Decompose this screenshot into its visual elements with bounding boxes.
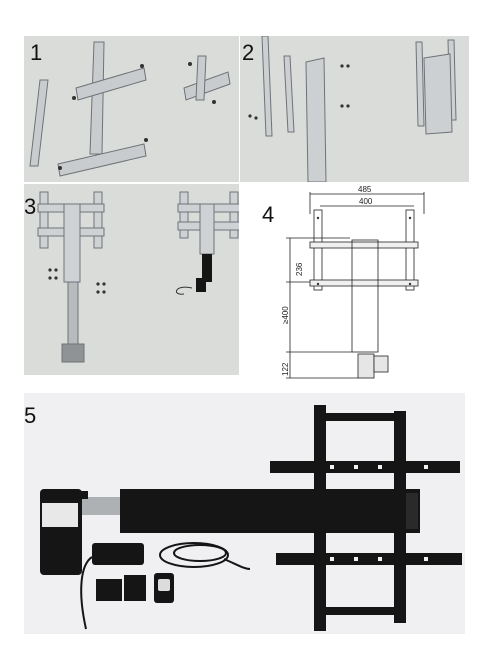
step-3-number: 3 [24,194,37,219]
step-4-number: 4 [262,202,275,227]
dimension-height-travel: ≥400 [281,306,290,324]
panel-step-4-dimension-drawing: 485 400 236 ≥400 122 4 [240,184,469,390]
dimension-width-outer: 485 [358,185,372,194]
step-2-number: 2 [242,40,255,65]
step-5-illustration [40,405,462,631]
step-2-illustration [248,36,457,182]
step-4-illustration: 485 400 236 ≥400 122 [281,185,425,379]
step-5-number: 5 [24,403,37,428]
panel-step-5-product-photo: 5 [24,393,465,634]
dimension-height-base: 122 [281,362,290,376]
panel-step-2: 2 [240,36,469,182]
panel-step-3: 3 [24,184,239,375]
step-1-illustration [29,41,231,177]
step-1-number: 1 [30,40,43,65]
dimension-width-inner: 400 [359,197,373,206]
step-3-illustration [37,191,239,363]
panel-step-1: 1 [24,36,239,182]
dimension-height-upper: 236 [295,262,304,276]
